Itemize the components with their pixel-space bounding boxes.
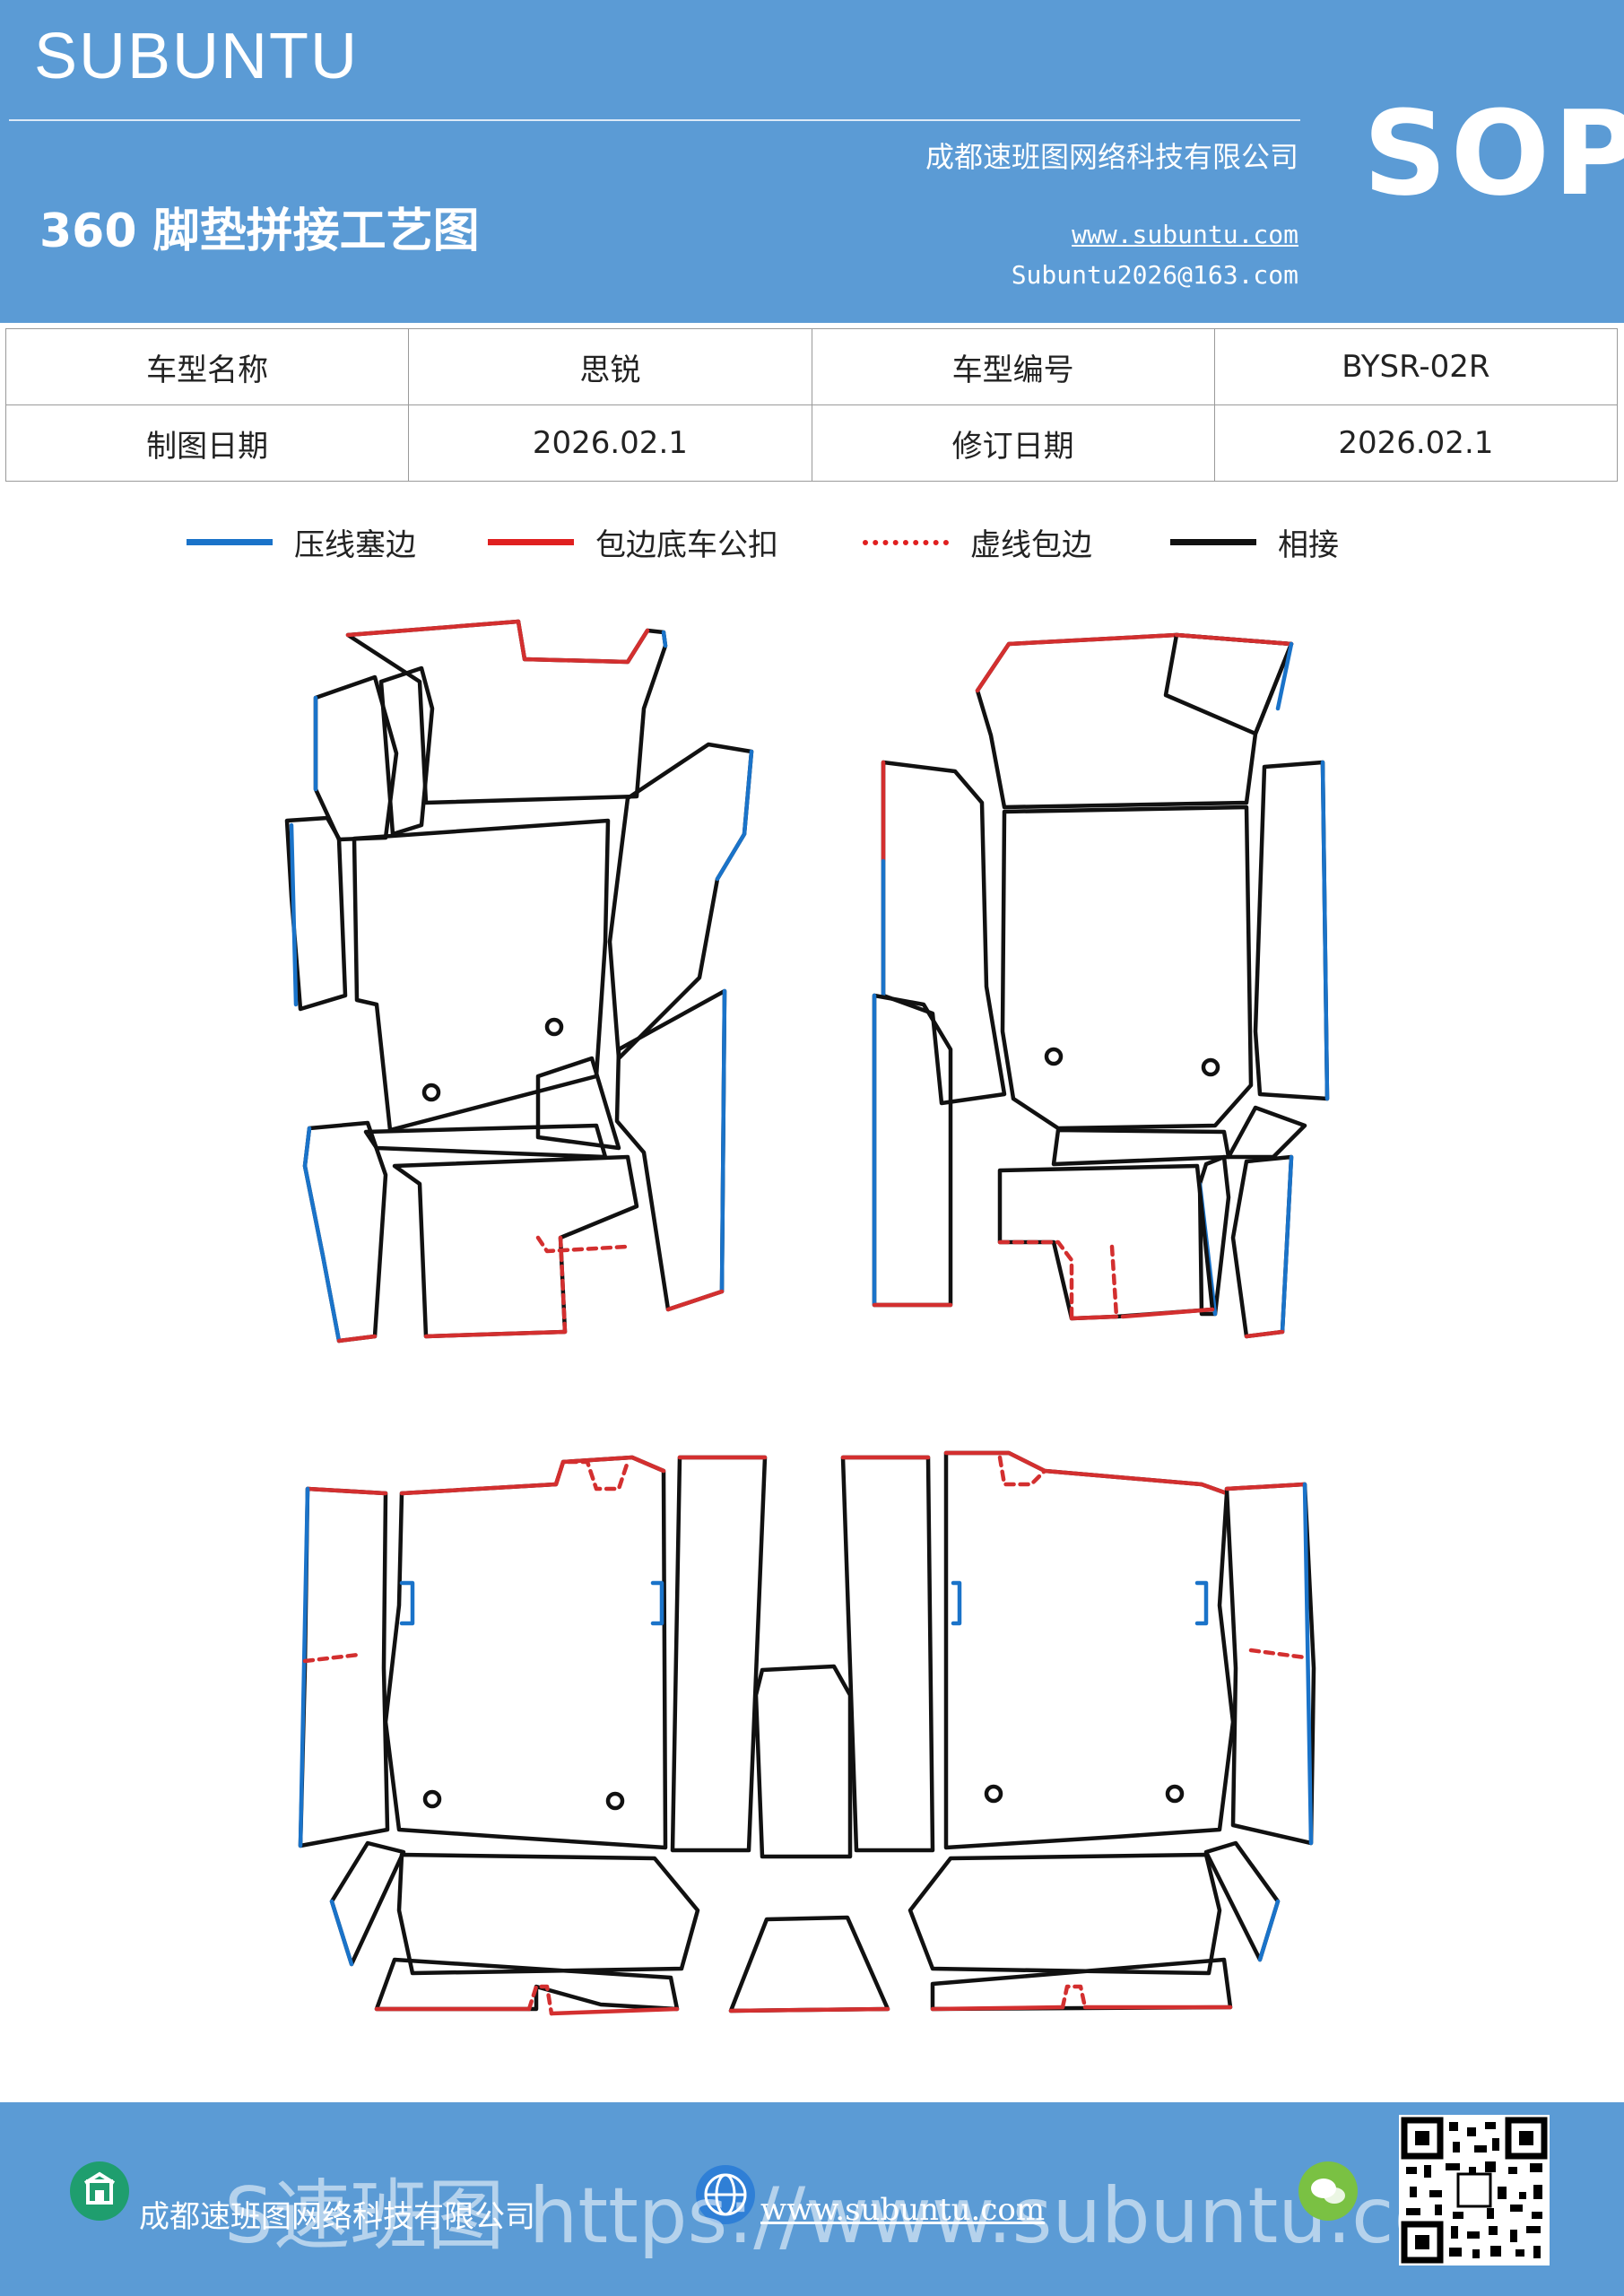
drawing-date-label: 制图日期 [4, 404, 410, 482]
floor-mat-diagram [284, 619, 1330, 2016]
legend-item-edge-clip: 包边底车公扣 [488, 520, 778, 564]
company-name: 成都速班图网络科技有限公司 [925, 140, 1298, 174]
page-title: 360 脚垫拼接工艺图 [39, 204, 480, 258]
building-icon [70, 2161, 129, 2221]
front-left-mat-group [284, 619, 754, 1344]
legend-item-joined: 相接 [1170, 520, 1339, 564]
model-name-value: 思锐 [408, 328, 812, 405]
legend-label: 压线塞边 [294, 527, 416, 563]
legend-swatch-blue [187, 539, 273, 545]
legend-swatch-red-dashed [863, 539, 949, 545]
email-link[interactable]: Subuntu2026@163.com [1011, 260, 1298, 290]
vehicle-info-table: 车型名称 思锐 车型编号 BYSR-02R 制图日期 2026.02.1 修订日… [4, 328, 1619, 482]
sop-badge: SOP [1363, 85, 1624, 222]
legend: 压线塞边 包边底车公扣 虚线包边 相接 [0, 520, 1624, 574]
rear-mat-group [298, 1450, 1316, 2016]
legend-item-dashed-edge: 虚线包边 [863, 520, 1092, 564]
drawing-date-value: 2026.02.1 [408, 404, 812, 482]
legend-label: 包边底车公扣 [595, 527, 778, 563]
legend-swatch-red [488, 539, 574, 545]
legend-item-press-line: 压线塞边 [187, 520, 416, 564]
model-name-label: 车型名称 [4, 328, 410, 405]
wechat-icon [1298, 2161, 1358, 2221]
legend-swatch-black [1170, 539, 1256, 545]
model-code-label: 车型编号 [811, 328, 1215, 405]
website-link[interactable]: www.subuntu.com [1072, 220, 1298, 249]
brand-logo-text: SUBUNTU [34, 21, 360, 92]
revision-date-value: 2026.02.1 [1213, 404, 1619, 482]
legend-label: 相接 [1278, 527, 1339, 563]
header-banner: SUBUNTU 360 脚垫拼接工艺图 成都速班图网络科技有限公司 www.su… [0, 0, 1624, 323]
front-right-mat-group [872, 632, 1330, 1339]
revision-date-label: 修订日期 [811, 404, 1215, 482]
model-code-value: BYSR-02R [1213, 328, 1619, 405]
footer-website[interactable]: www.subuntu.com [760, 2192, 1046, 2228]
table-row: 制图日期 2026.02.1 修订日期 2026.02.1 [4, 404, 1619, 482]
qr-code [1399, 2115, 1550, 2266]
header-divider [9, 119, 1300, 121]
footer-company: 成都速班图网络科技有限公司 [139, 2199, 535, 2235]
footer-banner: 成都速班图网络科技有限公司 www.subuntu.com S速班图 https… [0, 2102, 1624, 2296]
legend-label: 虚线包边 [970, 527, 1092, 563]
table-row: 车型名称 思锐 车型编号 BYSR-02R [4, 328, 1619, 405]
globe-icon [696, 2165, 755, 2224]
